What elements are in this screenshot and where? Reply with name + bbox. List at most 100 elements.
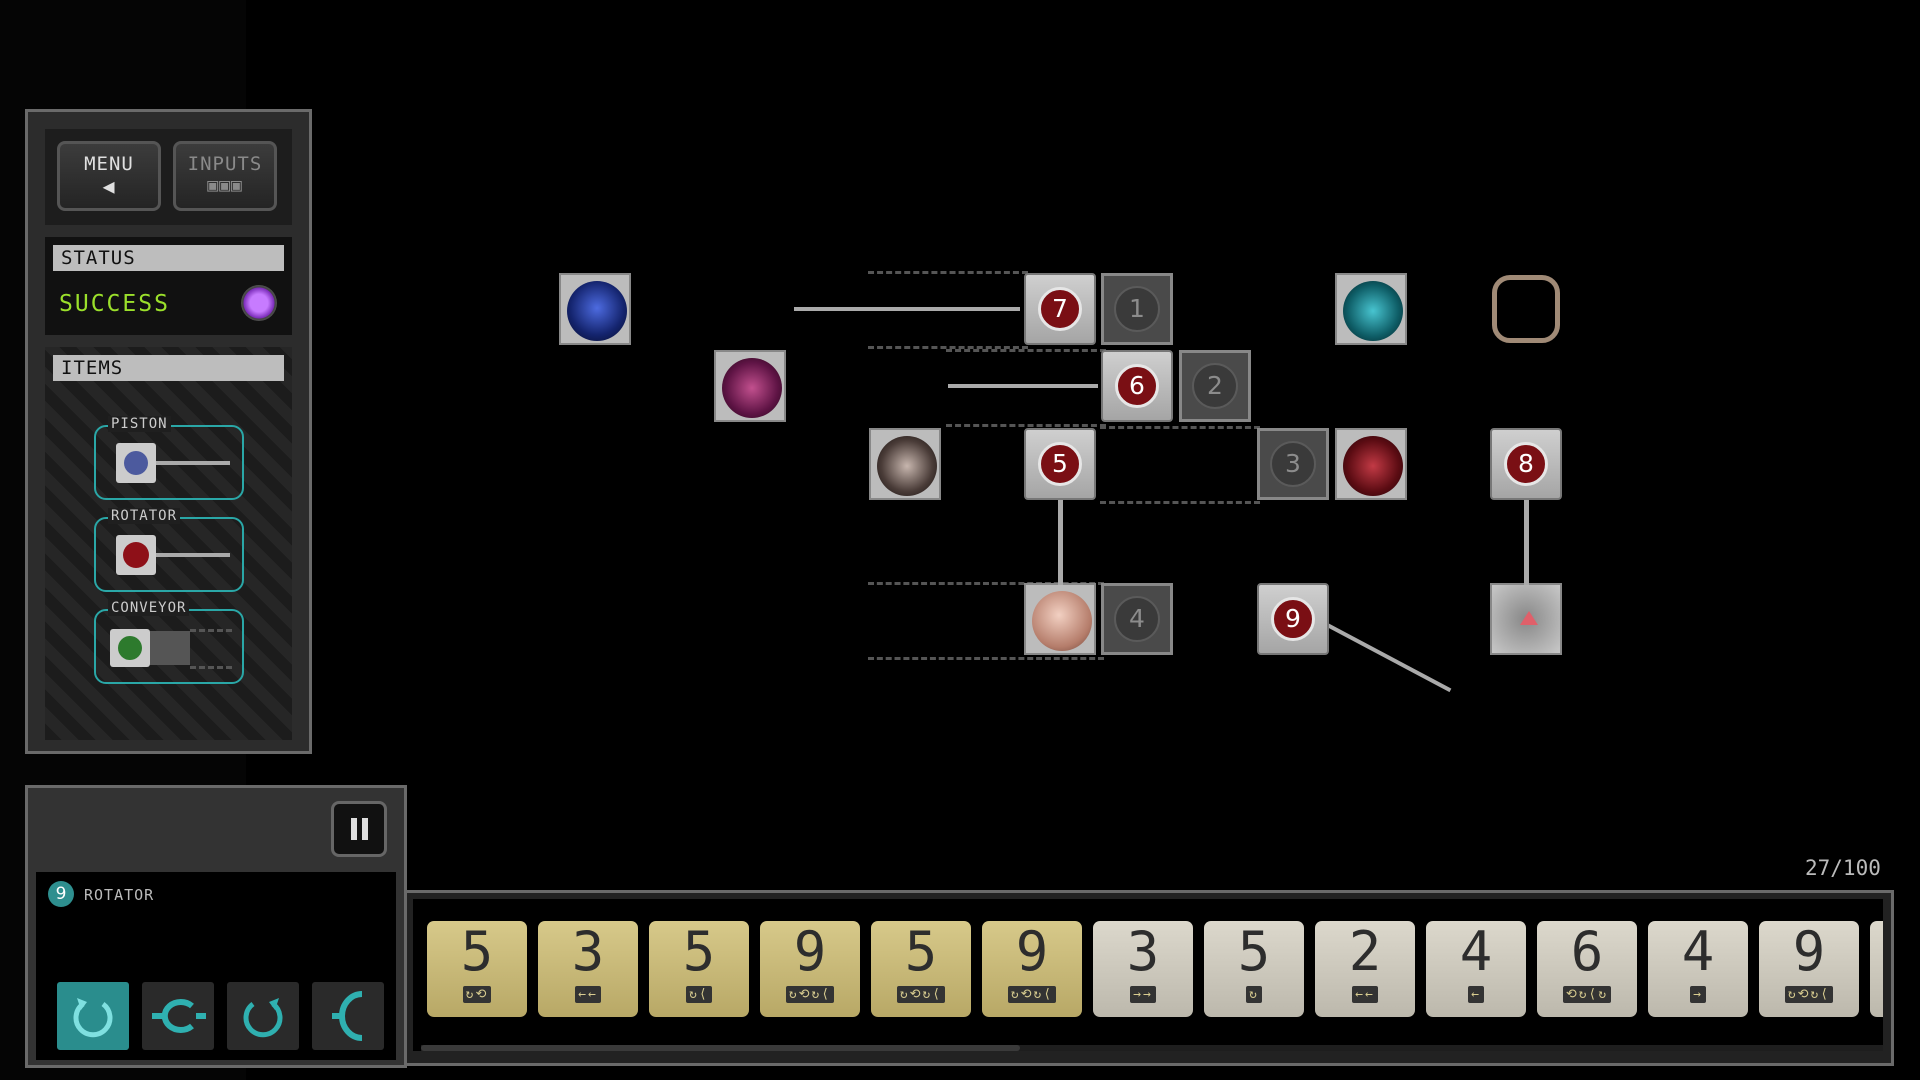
- piston-3[interactable]: 3: [1257, 428, 1329, 500]
- card-ops: ←: [1468, 986, 1484, 1003]
- card-ops: →: [1690, 986, 1706, 1003]
- sequence-card[interactable]: 4→: [1648, 921, 1748, 1017]
- move-counter: 27/100: [1805, 856, 1881, 880]
- card-ops: ↻⟲↻⟨: [1784, 986, 1834, 1003]
- receptor-triangle: [1520, 611, 1538, 625]
- magenta-orb: [722, 358, 782, 418]
- piston-1[interactable]: 1: [1101, 273, 1173, 345]
- card-number: 4: [1459, 920, 1493, 983]
- rotate-counterclockwise-button[interactable]: [227, 982, 299, 1050]
- sequence-card[interactable]: 5 ↻⟲: [427, 921, 527, 1017]
- card-number: 9: [1015, 920, 1049, 983]
- items-section: ITEMS PISTON ROTATOR CONVEYOR: [45, 347, 292, 740]
- rotator-label: 7: [1038, 287, 1082, 331]
- sequence-card-partial[interactable]: [1870, 921, 1883, 1017]
- card-ops: ↻⟲: [462, 986, 492, 1003]
- item-piston[interactable]: PISTON: [94, 416, 244, 500]
- magenta-orb-tile[interactable]: [714, 350, 786, 422]
- status-section: STATUS SUCCESS: [45, 237, 292, 335]
- rotate-full-button[interactable]: [142, 982, 214, 1050]
- success-spiral-icon: [241, 285, 277, 321]
- sequence-card[interactable]: 6 ⟲↻⟨↻: [1537, 921, 1637, 1017]
- rotate-half-button[interactable]: [312, 982, 384, 1050]
- card-number: 3: [1126, 920, 1160, 983]
- rotator-7[interactable]: 7: [1024, 273, 1096, 345]
- status-header: STATUS: [53, 245, 284, 271]
- menu-button[interactable]: MENU ◀: [57, 141, 161, 211]
- rotate-counterclockwise-icon: [243, 998, 283, 1038]
- item-conveyor[interactable]: CONVEYOR: [94, 600, 244, 684]
- items-header: ITEMS: [53, 355, 284, 381]
- card-number: 9: [793, 920, 827, 983]
- piston-4[interactable]: 4: [1101, 583, 1173, 655]
- selected-number-badge: 9: [48, 881, 74, 907]
- sequence-card[interactable]: 5↻: [1204, 921, 1304, 1017]
- sequence-card[interactable]: 9 ↻⟲↻⟨: [982, 921, 1082, 1017]
- inputs-label: INPUTS: [187, 153, 263, 175]
- item-rotator[interactable]: ROTATOR: [94, 508, 244, 592]
- rotator-arm: [1317, 618, 1452, 693]
- goal-ring-tile[interactable]: [1490, 273, 1562, 345]
- menu-label: MENU: [84, 153, 134, 175]
- piston-arm: [948, 384, 1098, 388]
- card-number: 5: [1237, 920, 1271, 983]
- rotator-label: 6: [1115, 364, 1159, 408]
- scrollbar-thumb[interactable]: [421, 1045, 1021, 1051]
- card-number: 2: [1348, 920, 1382, 983]
- item-label: CONVEYOR: [108, 600, 190, 616]
- rotator-9[interactable]: 9: [1257, 583, 1329, 655]
- rotator-6[interactable]: 6: [1101, 350, 1173, 422]
- card-ops: ↻⟲↻⟨: [1007, 986, 1057, 1003]
- item-label: ROTATOR: [108, 508, 181, 524]
- sequence-card[interactable]: 4←: [1426, 921, 1526, 1017]
- rotate-full-icon: [152, 999, 206, 1033]
- piston-label: 3: [1270, 441, 1316, 487]
- piston-label: 2: [1192, 363, 1238, 409]
- control-panel: 9 ROTATOR: [25, 785, 407, 1068]
- sequence-track[interactable]: 5↻⟲3←←5↻⟨9↻⟲↻⟨5↻⟲↻⟨9↻⟲↻⟨3→→5↻2←←4←6⟲↻⟨↻4…: [413, 899, 1883, 1051]
- inputs-button[interactable]: INPUTS ▣▣▣: [173, 141, 277, 211]
- card-ops: ⟲↻⟨↻: [1562, 986, 1612, 1003]
- sequence-scrollbar[interactable]: [421, 1045, 1883, 1051]
- conveyor-track: [868, 271, 1028, 349]
- card-number: 6: [1570, 920, 1604, 983]
- piston-2[interactable]: 2: [1179, 350, 1251, 422]
- card-ops: ←←: [575, 986, 601, 1003]
- card-ops: ↻⟨: [686, 986, 712, 1003]
- card-number: 5: [460, 920, 494, 983]
- card-ops: ↻: [1246, 986, 1262, 1003]
- selected-name: ROTATOR: [84, 886, 155, 904]
- card-number: 5: [682, 920, 716, 983]
- blue-orb-tile[interactable]: [559, 273, 631, 345]
- piston-label: 1: [1114, 286, 1160, 332]
- selected-item-panel: 9 ROTATOR: [36, 872, 396, 1060]
- conveyor-track: [946, 349, 1106, 427]
- piston-label: 4: [1114, 596, 1160, 642]
- sequence-card[interactable]: 5↻⟲↻⟨: [871, 921, 971, 1017]
- sequence-card[interactable]: 3 →→: [1093, 921, 1193, 1017]
- cyan-orb-tile[interactable]: [1335, 273, 1407, 345]
- red-orb-tile[interactable]: [1335, 428, 1407, 500]
- rotate-clockwise-button[interactable]: [57, 982, 129, 1050]
- beige-orb-tile[interactable]: [869, 428, 941, 500]
- piston-icon: [116, 443, 156, 483]
- sequence-card[interactable]: 9↻⟲↻⟨: [1759, 921, 1859, 1017]
- conveyor-icon: [110, 629, 150, 667]
- card-ops: ↻⟲↻⟨: [896, 986, 946, 1003]
- sequence-card[interactable]: 5 ↻⟨: [649, 921, 749, 1017]
- status-value: SUCCESS: [59, 291, 170, 317]
- goal-ring: [1492, 275, 1560, 343]
- rotate-clockwise-icon: [73, 998, 113, 1038]
- blue-orb: [567, 281, 627, 341]
- rotator-8[interactable]: 8: [1490, 428, 1562, 500]
- sequence-card[interactable]: 9↻⟲↻⟨: [760, 921, 860, 1017]
- target-receptor-tile[interactable]: [1490, 583, 1562, 655]
- peach-orb-tile[interactable]: [1024, 583, 1096, 655]
- rotator-5[interactable]: 5: [1024, 428, 1096, 500]
- top-buttons: MENU ◀ INPUTS ▣▣▣: [45, 129, 292, 225]
- rotator-arm: [1058, 485, 1063, 585]
- sequence-card[interactable]: 2←←: [1315, 921, 1415, 1017]
- sequence-card[interactable]: 3←←: [538, 921, 638, 1017]
- card-ops: →→: [1130, 986, 1156, 1003]
- pause-button[interactable]: [331, 801, 387, 857]
